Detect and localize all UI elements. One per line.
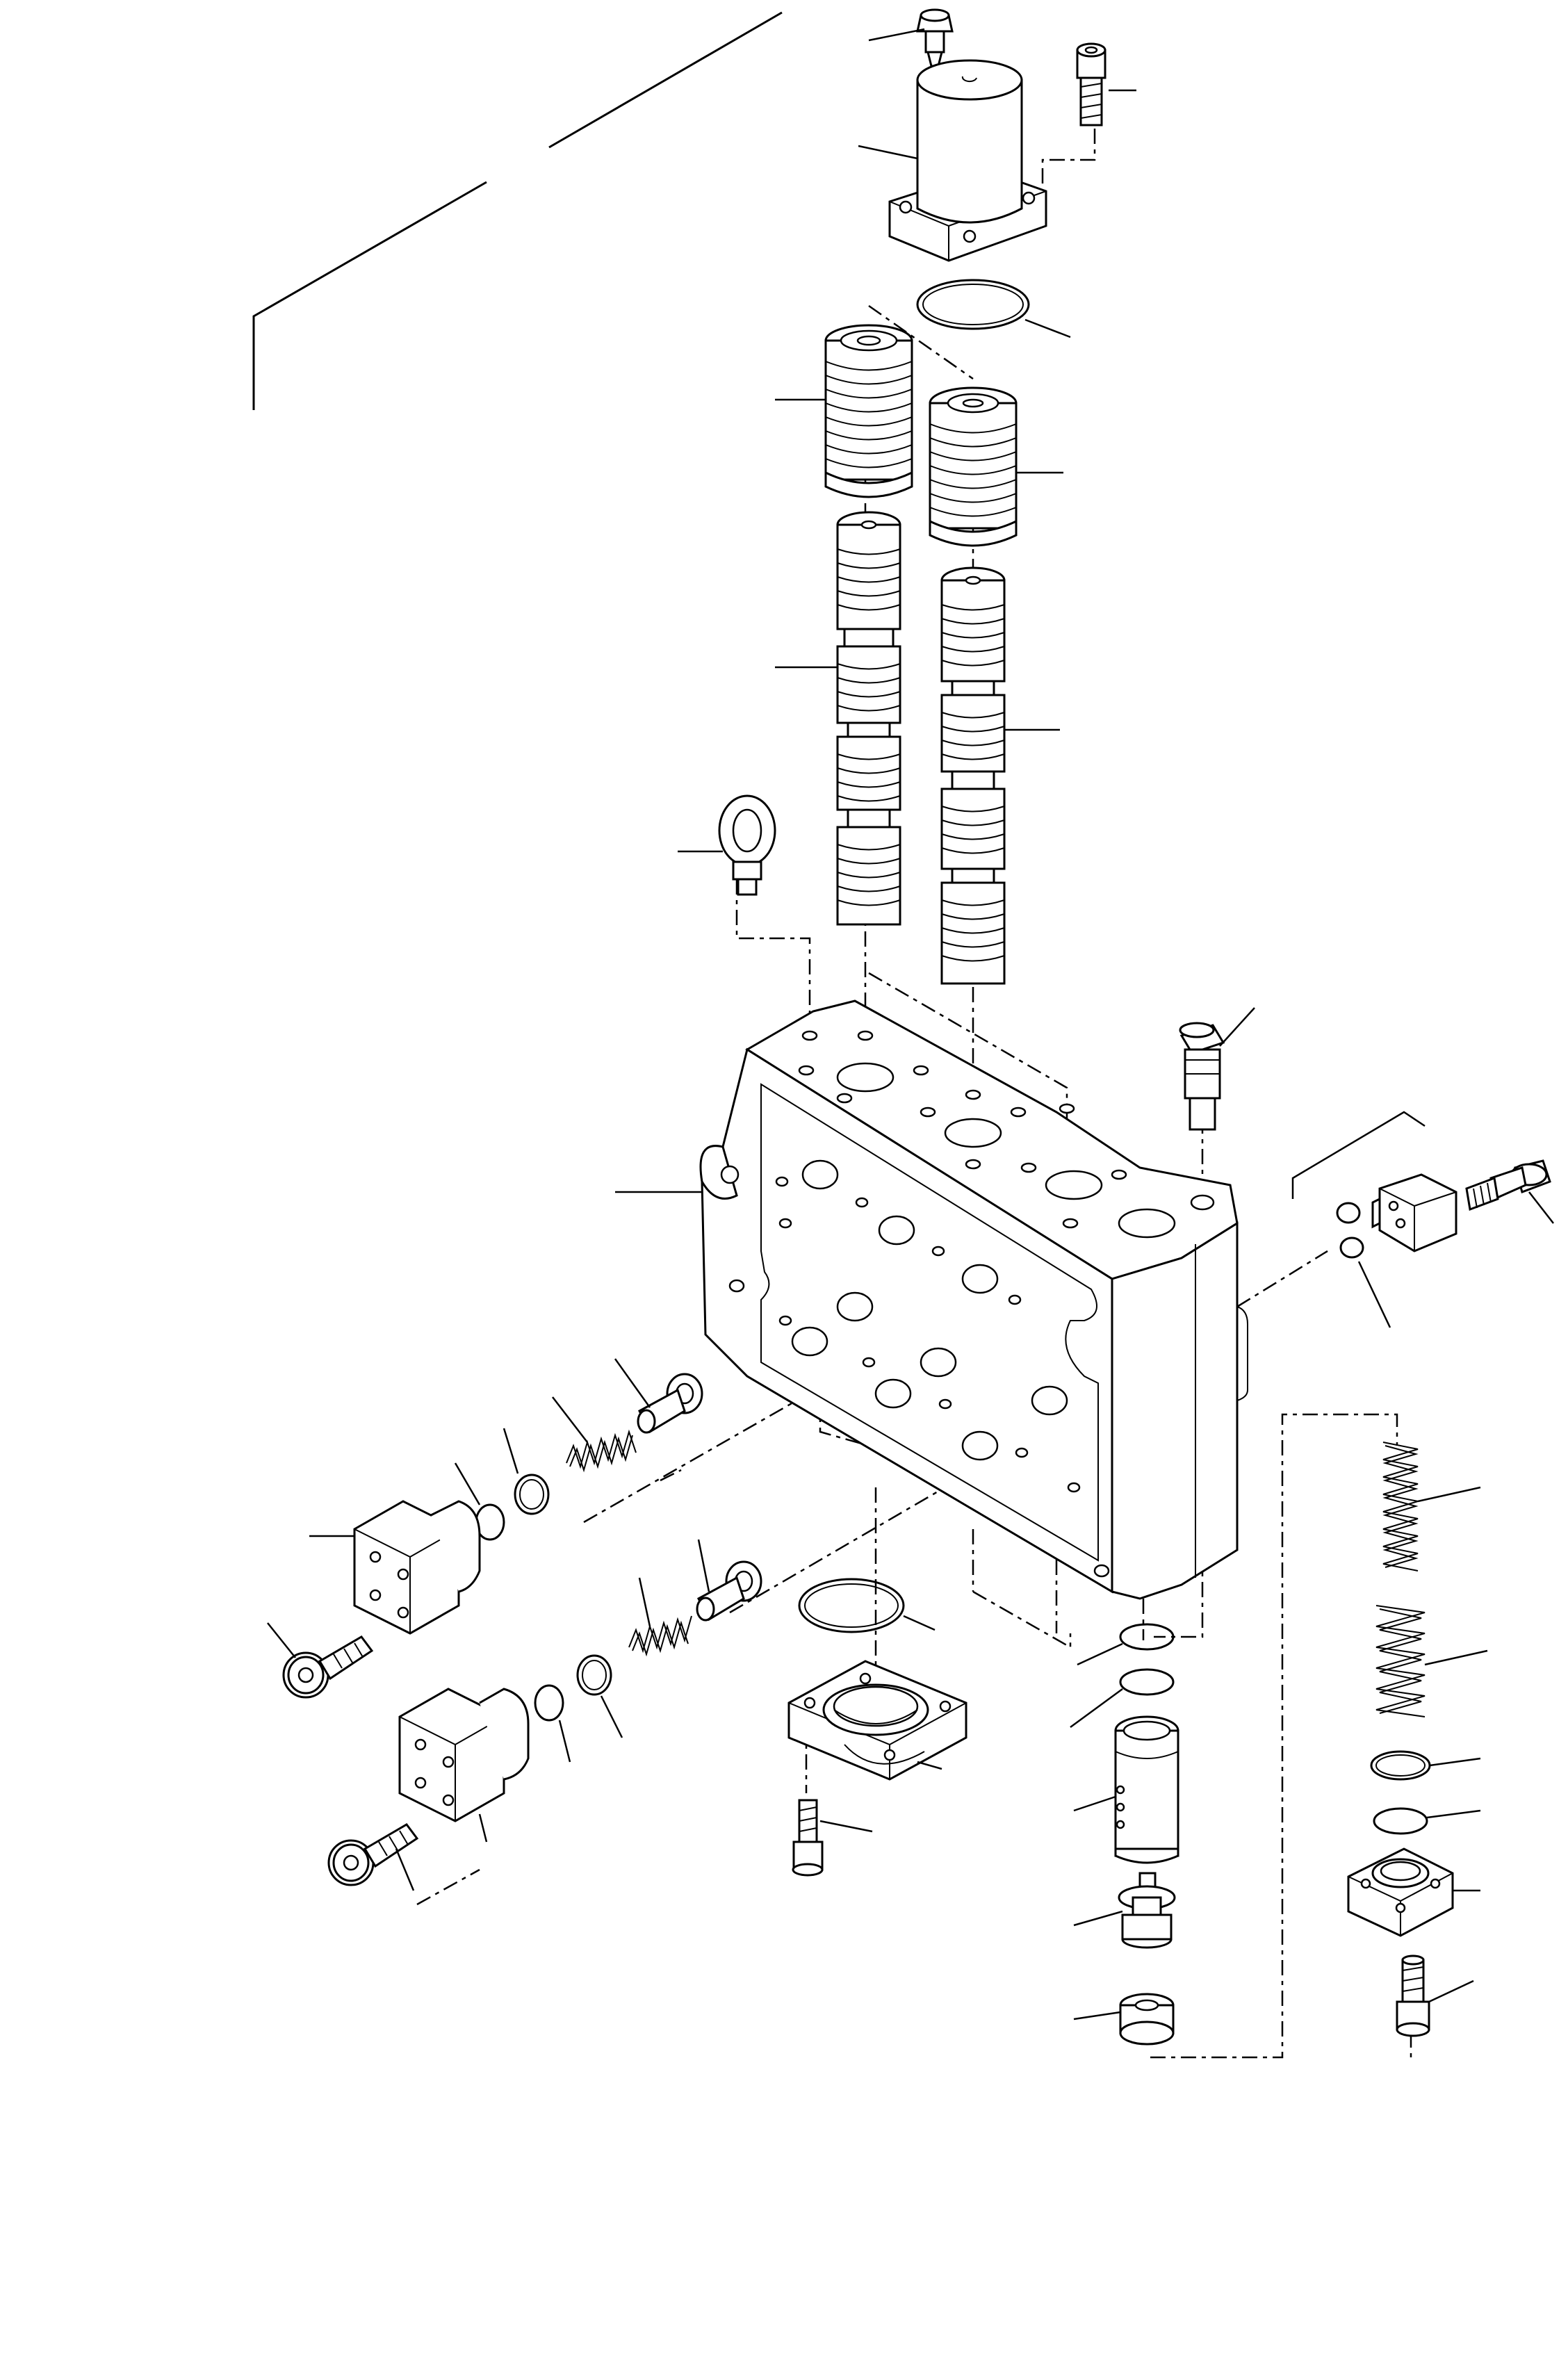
o-rings-lower-right (1370, 1750, 1481, 1835)
cap-screw-lower-right (1396, 1954, 1474, 2037)
o-rings-upper-left (454, 1428, 550, 1541)
side-cover-right (1291, 1111, 1457, 1252)
air-bleed-plug (868, 8, 954, 67)
check-spring-lower (628, 1577, 692, 1657)
frame-bracket (252, 11, 783, 410)
bottom-flange-cover (787, 1660, 967, 1781)
check-spring-upper (552, 1396, 637, 1473)
cap-screw-bottom (792, 1799, 873, 1877)
spool-spring-right (929, 386, 1063, 547)
sleeve (1073, 1715, 1179, 1864)
outer-spring-right (1382, 1442, 1481, 1572)
o-rings-side-right (1336, 1202, 1391, 1328)
poppet-bottom (1073, 1872, 1176, 1949)
end-cover-lower-left (398, 1688, 530, 1843)
bottom-o-ring (798, 1578, 936, 1633)
cap-screw-side-right (1465, 1159, 1554, 1224)
o-rings-lower-left (534, 1654, 623, 1763)
check-poppet-upper (614, 1358, 703, 1434)
main-spool-left (775, 511, 901, 926)
solenoid-cover (858, 59, 1047, 262)
end-cover-upper-left (309, 1500, 481, 1635)
cap-screw-top (1076, 42, 1136, 126)
cap-screw-upper-left (267, 1622, 374, 1699)
valve-housing (615, 999, 1248, 1600)
spool-spring-left (775, 324, 913, 498)
o-ring-top (916, 279, 1071, 338)
relief-valve-plug (1179, 1007, 1255, 1131)
o-rings-bottom-right (1070, 1623, 1175, 1729)
main-spool-right (940, 566, 1060, 985)
inner-spring-right (1375, 1605, 1488, 1717)
cap-screw-lower-left (327, 1823, 419, 1891)
seat-bottom (1073, 1993, 1175, 2046)
plug-cover-lower-right (1347, 1847, 1480, 1937)
check-poppet-lower (696, 1539, 762, 1622)
eye-bolt (678, 794, 776, 896)
